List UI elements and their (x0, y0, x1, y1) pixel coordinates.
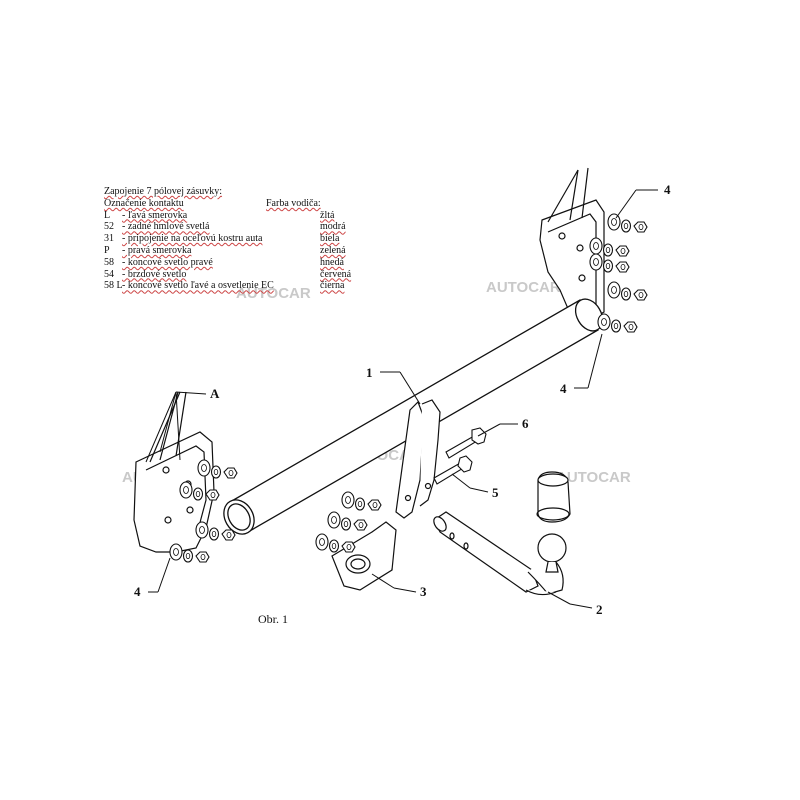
wiring-code: 52 (104, 221, 114, 233)
wiring-code: 58 L (104, 280, 123, 292)
wiring-row: 58 - koncové svetlo pravé hnedá (104, 257, 374, 269)
wiring-description: - koncové svetlo ľavé a osvetlenie EC (122, 280, 274, 292)
right-bracket (539, 167, 605, 323)
ball-neck (433, 471, 571, 596)
callout-a: A (210, 386, 220, 401)
callout-4-right: 4 (560, 381, 567, 396)
bolt-5 (433, 455, 473, 485)
figure-caption: Obr. 1 (258, 612, 288, 626)
wiring-color: zelená (320, 244, 346, 256)
wiring-description: - pravá smerovka (122, 244, 192, 256)
leader-lines (145, 189, 658, 609)
header-contact: Označenie kontaktu (104, 197, 184, 209)
wiring-header-row: Označenie kontaktu Farba vodiča: (104, 198, 374, 210)
socket-plate (331, 521, 397, 591)
header-wire-color: Farba vodiča: (266, 197, 321, 209)
wiring-description: - ľavá smerovka (122, 209, 188, 221)
watermark-5: AUTOCAR (556, 469, 631, 486)
watermark-2: AUTOCAR (486, 279, 561, 296)
wiring-description: - brzdové svetlo (122, 268, 187, 280)
wiring-code: 58 (104, 256, 114, 268)
wiring-table: Zapojenie 7 pólovej zásuvky: Označenie k… (104, 186, 374, 292)
wiring-rows: L - ľavá smerovka žltá 52 - zadné hmlové sve… (104, 210, 374, 293)
wiring-color: červená (320, 268, 352, 280)
wiring-row: L - ľavá smerovka žltá (104, 210, 374, 222)
fasteners-right-bottom (597, 281, 648, 333)
wiring-description: - zadné hmlové svetlá (122, 221, 210, 233)
wiring-color: modrá (320, 221, 346, 233)
callout-1: 1 (366, 365, 373, 380)
wiring-row: P - pravá smerovka zelená (104, 245, 374, 257)
wiring-code: 54 (104, 268, 114, 280)
callout-5: 5 (492, 485, 499, 500)
wiring-color: hnedá (320, 256, 344, 268)
callout-4-top-right: 4 (664, 182, 671, 197)
wiring-color: žltá (320, 209, 335, 221)
wiring-row: 52 - zadné hmlové svetlá modrá (104, 221, 374, 233)
wiring-title: Zapojenie 7 pólovej zásuvky: (104, 186, 223, 197)
wiring-code: 31 (104, 233, 114, 245)
wiring-row: 54 - brzdové svetlo červená (104, 269, 374, 281)
wiring-row: 31 - pripojenie na oceľovú kostru auta bie… (104, 233, 374, 245)
wiring-description: - pripojenie na oceľovú kostru auta (122, 233, 263, 245)
wiring-code: L (104, 209, 111, 221)
wiring-color: čierna (320, 280, 345, 292)
wiring-title-row: Zapojenie 7 pólovej zásuvky: (104, 186, 374, 198)
callout-6: 6 (522, 416, 529, 431)
center-bracket (395, 399, 441, 519)
wiring-color: biela (320, 233, 340, 245)
watermark-1: AUTOCAR (236, 285, 311, 302)
callout-2: 2 (596, 602, 603, 617)
callout-4-left: 4 (134, 584, 141, 599)
wiring-description: - koncové svetlo pravé (122, 256, 213, 268)
left-bracket (133, 391, 215, 553)
bolt-6 (445, 427, 487, 459)
callout-3: 3 (420, 584, 427, 599)
wiring-row: 58 L- koncové svetlo ľavé a osvetlenie E… (104, 280, 374, 292)
wiring-code: P (104, 244, 110, 256)
